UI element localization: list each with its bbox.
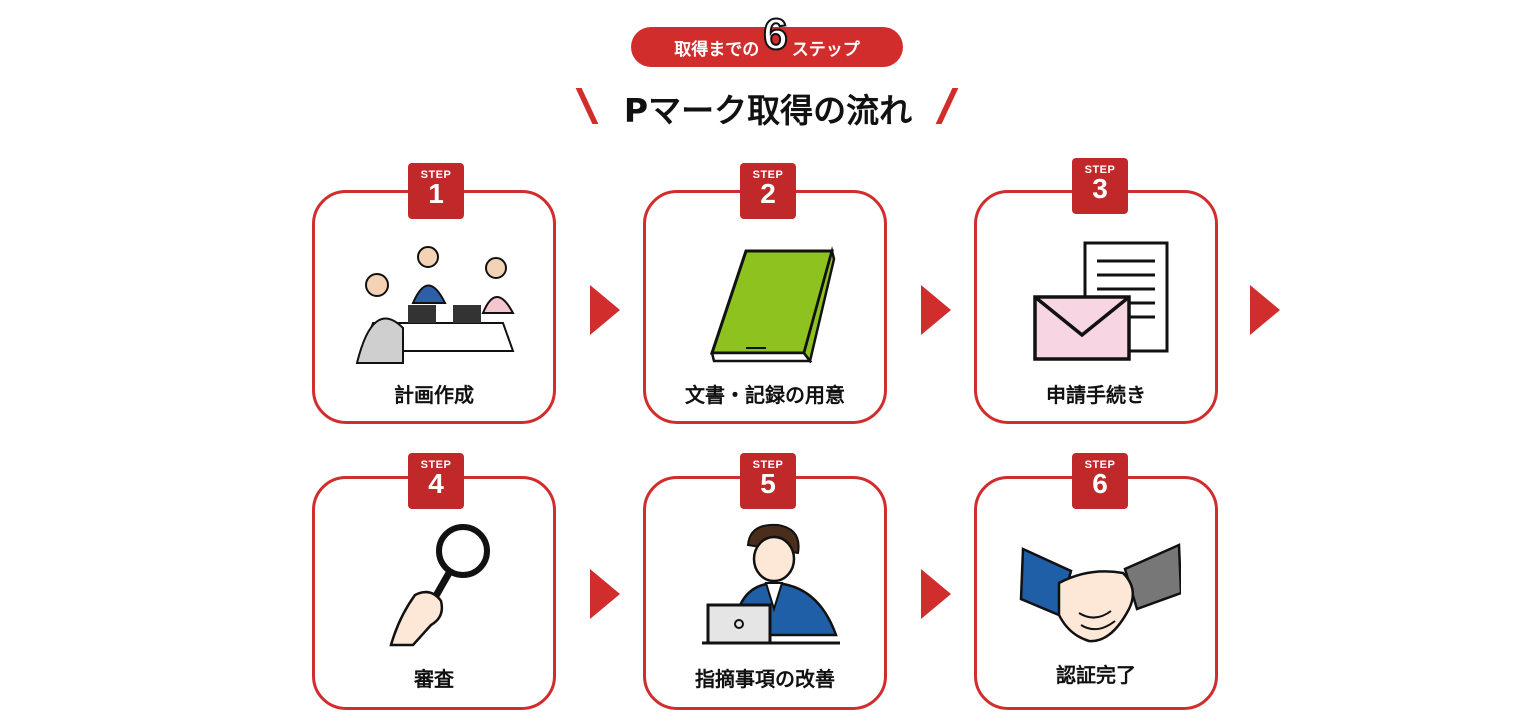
steps-badge: 取得までの 6 ステップ bbox=[631, 12, 903, 67]
badge-number: 6 bbox=[762, 10, 789, 59]
step-word: STEP bbox=[1084, 459, 1116, 471]
meeting-icon bbox=[355, 246, 515, 364]
arrow-right-icon bbox=[921, 285, 951, 335]
step-card-5: 指摘事項の改善 bbox=[643, 476, 887, 710]
step-label: 審査 bbox=[414, 667, 454, 691]
step-label: 計画作成 bbox=[394, 383, 474, 407]
page-title: Pマーク取得の流れ bbox=[623, 91, 913, 130]
step-tag-4: STEP 4 bbox=[408, 453, 464, 509]
badge-suffix: ステップ bbox=[791, 39, 860, 60]
step-number: 2 bbox=[760, 178, 776, 209]
arrow-right-icon bbox=[590, 569, 620, 619]
step-card-4: 審査 bbox=[312, 476, 556, 710]
step-tag-2: STEP 2 bbox=[740, 163, 796, 219]
step-number: 3 bbox=[1092, 173, 1108, 204]
handshake-icon bbox=[1019, 543, 1181, 643]
badge-prefix: 取得までの bbox=[674, 39, 760, 60]
step-card-1: 計画作成 bbox=[312, 190, 556, 424]
step-tag-5: STEP 5 bbox=[740, 453, 796, 509]
arrow-right-icon bbox=[590, 285, 620, 335]
step-word: STEP bbox=[420, 459, 452, 471]
arrow-right-icon bbox=[921, 569, 951, 619]
step-word: STEP bbox=[752, 169, 784, 181]
step-tag-3: STEP 3 bbox=[1072, 158, 1128, 214]
magnifier-icon bbox=[389, 524, 490, 647]
step-tag-6: STEP 6 bbox=[1072, 453, 1128, 509]
step-label: 文書・記録の用意 bbox=[685, 383, 845, 407]
step-label: 認証完了 bbox=[1056, 663, 1136, 687]
step-card-6: 認証完了 bbox=[974, 476, 1218, 710]
step-number: 1 bbox=[428, 178, 444, 209]
step-card-2: 文書・記録の用意 bbox=[643, 190, 887, 424]
step-word: STEP bbox=[420, 169, 452, 181]
arrow-right-icon bbox=[1250, 285, 1280, 335]
step-label: 申請手続き bbox=[1046, 383, 1146, 407]
step-card-3: 申請手続き bbox=[974, 190, 1218, 424]
step-number: 5 bbox=[760, 468, 776, 499]
step-label: 指摘事項の改善 bbox=[695, 667, 835, 691]
step-number: 4 bbox=[428, 468, 444, 499]
envelope-document-icon bbox=[1033, 241, 1169, 361]
step-word: STEP bbox=[1084, 164, 1116, 176]
step-number: 6 bbox=[1092, 468, 1108, 499]
businessman-laptop-icon bbox=[702, 523, 840, 645]
book-icon bbox=[709, 246, 836, 363]
step-tag-1: STEP 1 bbox=[408, 163, 464, 219]
step-word: STEP bbox=[752, 459, 784, 471]
